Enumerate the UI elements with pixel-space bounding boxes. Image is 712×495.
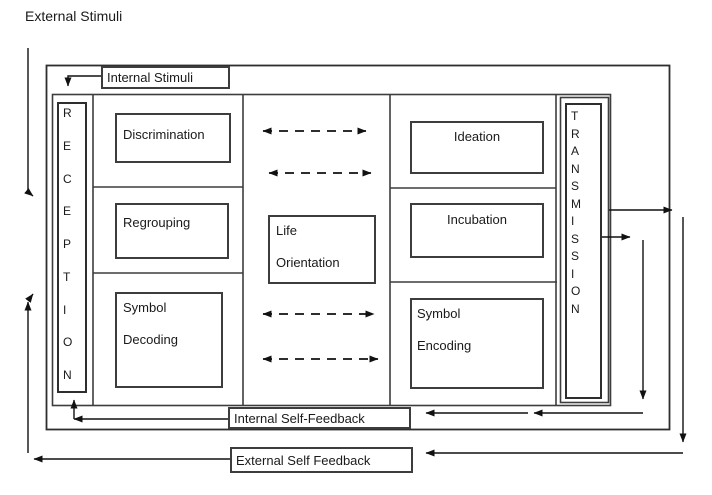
symbol-decoding-box: Symbol Decoding <box>115 292 223 388</box>
internal-stimuli-box: Internal Stimuli <box>101 66 230 89</box>
symbol-decoding-label-line1: Symbol <box>123 300 167 315</box>
transmission-letter: A <box>571 144 580 158</box>
transmission-letter: S <box>571 179 580 193</box>
reception-letter: E <box>63 204 72 219</box>
outer-frame <box>45 64 671 431</box>
discrimination-box: Discrimination <box>115 113 231 163</box>
transmission-letter: I <box>571 214 575 228</box>
ideation-label: Ideation <box>453 129 501 144</box>
reception-letter: N <box>63 368 72 382</box>
transmission-letter: S <box>571 231 580 246</box>
transmission-letter: M <box>571 196 581 211</box>
life-orientation-label-line2: Orientation <box>276 255 340 270</box>
regrouping-box: Regrouping <box>115 203 229 259</box>
transmission-letter: N <box>571 301 580 316</box>
reception-letter: T <box>63 269 71 284</box>
regrouping-label: Regrouping <box>123 215 191 230</box>
reception-letter: P <box>63 237 72 251</box>
external-self-feedback-box: External Self Feedback <box>230 447 413 473</box>
transmission-letter: N <box>571 161 580 176</box>
internal-stimuli-label: Internal Stimuli <box>107 70 193 85</box>
reception-letter: R <box>63 106 72 120</box>
life-orientation-label-line1: Life <box>276 223 297 238</box>
reception-letter: I <box>63 302 67 317</box>
internal-self-feedback-box: Internal Self-Feedback <box>228 407 411 429</box>
symbol-encoding-label-line1: Symbol <box>417 306 461 321</box>
external-self-feedback-label: External Self Feedback <box>236 453 371 468</box>
transmission-letter: I <box>571 266 575 281</box>
transmission-panel: T R A N S M I S S I O N <box>565 103 602 399</box>
discrimination-label: Discrimination <box>123 127 205 142</box>
external-stimuli-label: External Stimuli <box>25 8 123 24</box>
transmission-outer-frame <box>559 96 610 404</box>
symbol-encoding-box: Symbol Encoding <box>410 298 544 389</box>
transmission-letter: S <box>571 249 580 263</box>
external-feedback-up-stub <box>25 293 34 303</box>
reception-letter: C <box>63 171 72 186</box>
incubation-label: Incubation <box>447 212 507 227</box>
reception-letter: E <box>63 138 72 153</box>
internal-stimuli-arrow <box>64 75 101 87</box>
reception-letter: O <box>63 335 73 350</box>
life-orientation-box: Life Orientation <box>268 215 376 284</box>
transmission-letter: R <box>571 126 580 141</box>
reception-panel: R E C E P T I O N <box>57 102 87 393</box>
transmission-letter: T <box>571 109 579 123</box>
internal-self-feedback-label: Internal Self-Feedback <box>234 411 365 426</box>
transmission-letter: O <box>571 284 581 298</box>
ideation-box: Ideation <box>410 121 544 174</box>
incubation-box: Incubation <box>410 203 544 258</box>
inner-frame <box>51 93 612 407</box>
symbol-decoding-label-line2: Decoding <box>123 332 178 347</box>
symbol-encoding-label-line2: Encoding <box>417 338 472 353</box>
external-stimuli-arrow <box>24 48 34 197</box>
